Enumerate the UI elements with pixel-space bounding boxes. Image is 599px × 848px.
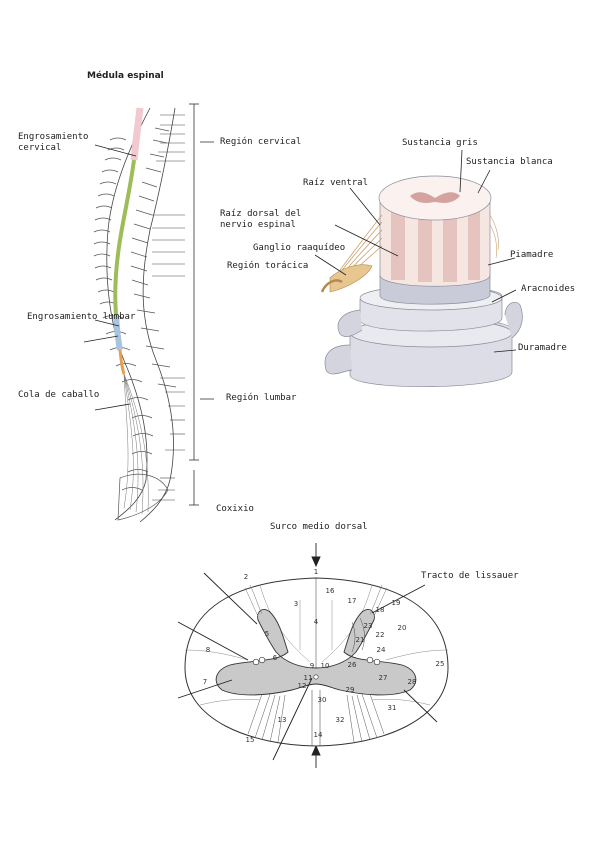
region-number-30: 30 xyxy=(318,696,327,704)
region-number-9: 9 xyxy=(310,662,314,670)
label-cervical-region: Región cervical xyxy=(220,137,302,147)
region-number-1: 1 xyxy=(314,568,318,576)
region-number-29: 29 xyxy=(346,686,355,694)
region-number-25: 25 xyxy=(436,660,445,668)
label-white-matter: Sustancia blanca xyxy=(466,157,553,167)
label-pia-mater: Piamadre xyxy=(510,250,554,260)
region-number-14: 14 xyxy=(314,731,323,739)
label-ventral-root: Raíz ventral xyxy=(303,178,369,188)
label-lissauer-tract: Tracto de lissauer xyxy=(421,571,519,581)
region-number-3: 3 xyxy=(294,600,298,608)
region-number-6: 6 xyxy=(273,654,278,662)
region-number-13: 13 xyxy=(278,716,287,724)
label-dorsal-root: Raíz dorsal del nervio espinal xyxy=(220,209,302,230)
label-lumbar-region: Región lumbar xyxy=(226,393,297,403)
region-number-18: 18 xyxy=(376,606,385,614)
region-number-2: 2 xyxy=(244,573,248,581)
label-cervical-enlargement: Engrosamiento cervical xyxy=(18,132,89,153)
label-lumbar-enlargement: Engrosamiento lumbar xyxy=(27,312,136,322)
label-arachnoid: Aracnoides xyxy=(521,284,576,294)
region-number-16: 16 xyxy=(326,587,335,595)
region-number-20: 20 xyxy=(398,624,407,632)
region-number-31: 31 xyxy=(388,704,397,712)
region-number-32: 32 xyxy=(336,716,345,724)
region-number-19: 19 xyxy=(392,599,401,607)
region-number-4: 4 xyxy=(314,618,319,626)
region-number-27: 27 xyxy=(379,674,388,682)
region-number-26: 26 xyxy=(348,661,357,669)
region-number-22: 22 xyxy=(376,631,385,639)
region-number-15: 15 xyxy=(246,736,255,744)
label-gray-matter: Sustancia gris xyxy=(402,138,478,148)
region-number-10: 10 xyxy=(321,662,330,670)
label-cauda-equina: Cola de caballo xyxy=(18,390,100,400)
region-number-17: 17 xyxy=(348,597,357,605)
label-ganglion: Ganglio raaquídeo xyxy=(253,243,346,253)
label-thoracic-region: Región torácica xyxy=(227,261,309,271)
region-number-24: 24 xyxy=(377,646,386,654)
region-number-28: 28 xyxy=(408,678,417,686)
region-number-23: 23 xyxy=(364,622,373,630)
label-dorsal-median-sulcus: Surco medio dorsal xyxy=(270,522,368,532)
region-number-8: 8 xyxy=(206,646,210,654)
region-number-5: 5 xyxy=(265,630,269,638)
region-number-7: 7 xyxy=(203,678,207,686)
label-dura-mater: Duramadre xyxy=(518,343,567,353)
label-coccyx: Coxixio xyxy=(216,504,254,514)
region-number-11: 11 xyxy=(304,674,313,682)
spine-title: Médula espinal xyxy=(87,71,164,81)
region-number-12: 12 xyxy=(298,682,307,690)
region-number-21: 21 xyxy=(356,636,365,644)
